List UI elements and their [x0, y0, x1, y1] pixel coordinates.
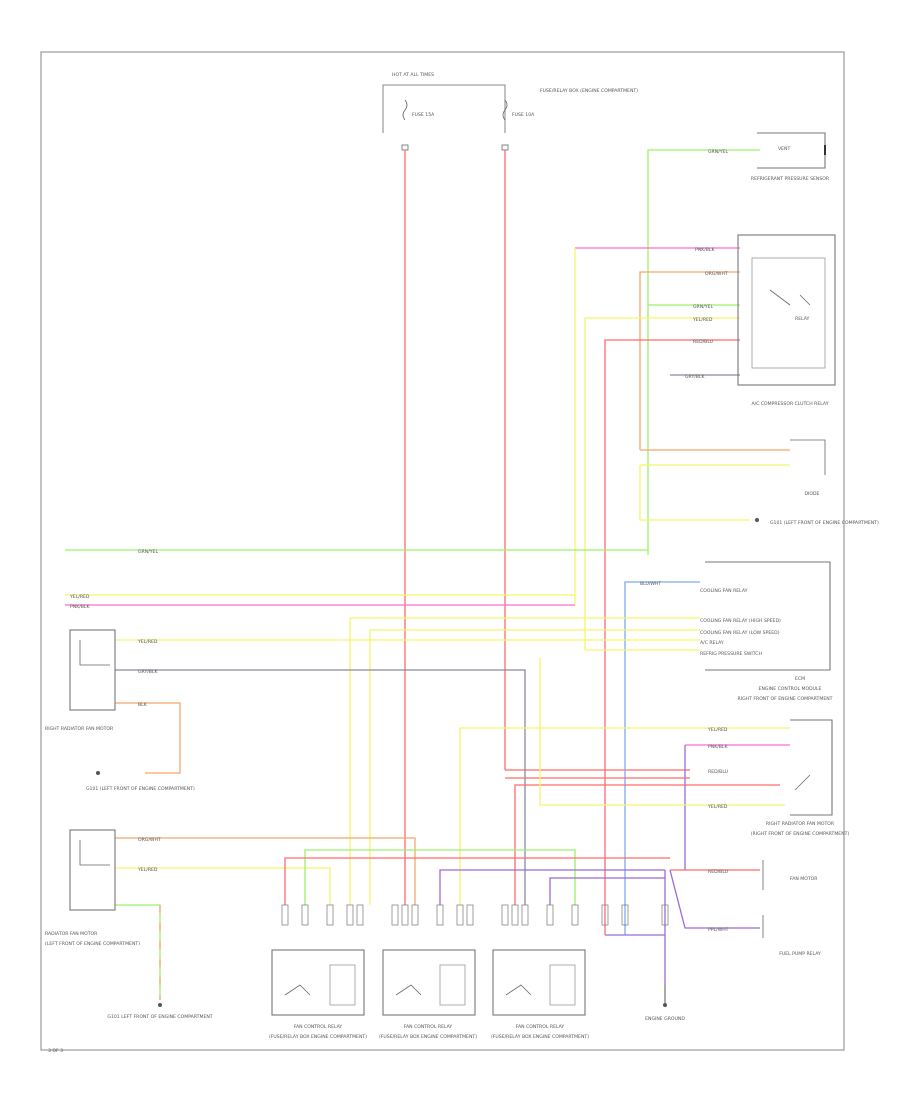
wire-lbl-org: ORG/WHT	[705, 271, 728, 277]
vent-sensor: VENT REFRIGERANT PRESSURE SENSOR	[751, 132, 830, 182]
wire-lbl-gry-mid: GRY/BLK	[138, 669, 159, 675]
wire-lbl-yel-rh: YEL/RED	[707, 727, 728, 733]
connector-pin	[511, 904, 519, 926]
connector-pin	[346, 904, 354, 926]
wire-lbl-pur: PPL/WHT	[708, 927, 729, 933]
pcm-pin2-label: COOLING FAN RELAY (HIGH SPEED)	[700, 618, 781, 624]
pcm-pin4-label: A/C RELAY	[700, 640, 724, 646]
pcm-bottom-label: RIGHT FRONT OF ENGINE COMPARTMENT	[738, 696, 833, 702]
relay3-label: FAN CONTROL RELAY	[516, 1024, 565, 1030]
wire-lbl-red: RED/BLU	[693, 339, 713, 345]
wire-green-vent	[647, 149, 760, 555]
connector-pin	[601, 904, 609, 926]
dual-fan-label: FAN MOTOR	[790, 876, 818, 882]
wire-lbl-yel-low: YEL/RED	[137, 867, 158, 873]
wire-lbl-pnk: PNK/BLK	[695, 247, 715, 253]
wire-lbl-yel-mid: YEL/RED	[137, 639, 158, 645]
left-mid-label: RIGHT RADIATOR FAN MOTOR	[45, 726, 114, 732]
connector-pin	[456, 904, 464, 926]
left-fan-label: RADIATOR FAN MOTOR	[45, 931, 98, 937]
connector-pin	[391, 904, 399, 926]
pcm-label: ENGINE CONTROL MODULE	[759, 686, 822, 692]
diode-label: DIODE	[805, 491, 820, 497]
wire-lbl-yel: YEL/RED	[692, 317, 713, 323]
fuse-panel-label: HOT AT ALL TIMES	[392, 72, 434, 78]
fuse-b-label: FUSE 10A	[512, 112, 535, 118]
pcm-pin3-label: COOLING FAN RELAY (LOW SPEED)	[700, 630, 780, 636]
engine-ground-label: ENGINE GROUND	[645, 1016, 685, 1022]
fuel-pump-area: FAN MOTOR FUEL PUMP RELAY	[762, 860, 821, 957]
left-ground-label: G101 (LEFT FRONT OF ENGINE COMPARTMENT)	[86, 786, 195, 792]
fuse-block: HOT AT ALL TIMES FUSE/RELAY BOX (ENGINE …	[382, 72, 638, 151]
connector-pin	[281, 904, 289, 926]
pcm-pin5-label: REFRIG PRESSURE SWITCH	[700, 651, 762, 657]
diagram-frame	[40, 51, 845, 1051]
wire-lbl-yel-left: YEL/RED	[69, 594, 90, 600]
connector-pin	[401, 904, 409, 926]
ecm-label: ECM	[795, 676, 805, 682]
vent-comp-label: REFRIGERANT PRESSURE SENSOR	[751, 176, 830, 182]
fuse-a-label: FUSE 15A	[412, 112, 435, 118]
pcm-pin1-label: COOLING FAN RELAY	[700, 588, 748, 594]
engine-ground: ENGINE GROUND	[645, 985, 685, 1022]
ac-comp-label: A/C COMPRESSOR CLUTCH RELAY	[751, 401, 828, 407]
rh-fan-label: RIGHT RADIATOR FAN MOTOR	[766, 821, 835, 827]
connector-pin	[466, 904, 474, 926]
page-number: 3 OF 3	[48, 1048, 63, 1054]
relay-box-1: FAN CONTROL RELAY (FUSE/RELAY BOX ENGINE…	[269, 949, 367, 1040]
wire-labels: GRN/YEL PNK/BLK ORG/WHT GRN/YEL YEL/RED …	[69, 149, 729, 933]
left-bottom-ground: G101 LEFT FRONT OF ENGINE COMPARTMENT	[107, 1014, 212, 1020]
connector-pin	[571, 904, 579, 926]
connector-pin	[501, 904, 509, 926]
connector-pin	[436, 904, 444, 926]
wire-lbl-pnk-rh: PNK/BLK	[708, 744, 728, 750]
connector-pin	[546, 904, 554, 926]
fuel-pump-label: FUEL PUMP RELAY	[779, 951, 821, 957]
relay2-sub: (FUSE/RELAY BOX ENGINE COMPARTMENT)	[379, 1034, 477, 1040]
wire-lbl-red-rh: RED/BLU	[708, 769, 728, 775]
vent-label: VENT	[778, 146, 790, 152]
relay-inner-label: RELAY	[795, 316, 810, 322]
wire-lbl-grn-long: GRN/YEL	[138, 549, 158, 555]
wire-lbl-pnk-left: PNK/BLK	[70, 604, 90, 610]
wire-lbl-grn-2: GRN/YEL	[693, 304, 713, 310]
connector-pin	[521, 904, 529, 926]
wire-lbl-org-low: ORG/WHT	[138, 837, 161, 843]
relay-pins	[281, 904, 669, 926]
connector-pin	[411, 904, 419, 926]
connector-pin	[621, 904, 629, 926]
wires	[65, 149, 790, 1000]
ecm-box: COOLING FAN RELAY COOLING FAN RELAY (HIG…	[700, 561, 833, 702]
left-fan-sub: (LEFT FRONT OF ENGINE COMPARTMENT)	[45, 941, 140, 947]
diode: DIODE G101 (LEFT FRONT OF ENGINE COMPART…	[755, 439, 879, 526]
wire-lbl-grn-top: GRN/YEL	[708, 149, 728, 155]
relay-box-3: FAN CONTROL RELAY (FUSE/RELAY BOX ENGINE…	[491, 949, 589, 1040]
wire-lbl-blu: BLU/WHT	[640, 581, 661, 587]
left-fan-motor-lower: RADIATOR FAN MOTOR (LEFT FRONT OF ENGINE…	[45, 829, 213, 1020]
left-fan-motor-upper: RIGHT RADIATOR FAN MOTOR G101 (LEFT FRON…	[45, 629, 195, 792]
wire-lbl-gry: GRY/BLK	[685, 374, 706, 380]
relay1-sub: (FUSE/RELAY BOX ENGINE COMPARTMENT)	[269, 1034, 367, 1040]
wire-lbl-blk: BLK	[138, 702, 148, 708]
wire-lbl-red-fuel: RED/BLU	[708, 869, 728, 875]
connector-pin	[356, 904, 364, 926]
relay3-sub: (FUSE/RELAY BOX ENGINE COMPARTMENT)	[491, 1034, 589, 1040]
ground-g101-label: G101 (LEFT FRONT OF ENGINE COMPARTMENT)	[770, 520, 879, 526]
right-fan-box: RIGHT RADIATOR FAN MOTOR (RIGHT FRONT OF…	[751, 719, 850, 837]
connector-pin	[661, 904, 669, 926]
fuse-panel-note: FUSE/RELAY BOX (ENGINE COMPARTMENT)	[540, 88, 638, 94]
ac-relay-box: RELAY A/C COMPRESSOR CLUTCH RELAY	[737, 234, 836, 407]
relay1-label: FAN CONTROL RELAY	[294, 1024, 343, 1030]
connector-pin	[301, 904, 309, 926]
relay-box-2: FAN CONTROL RELAY (FUSE/RELAY BOX ENGINE…	[379, 949, 477, 1040]
relay2-label: FAN CONTROL RELAY	[404, 1024, 453, 1030]
rh-fan-sub: (RIGHT FRONT OF ENGINE COMPARTMENT)	[751, 831, 850, 837]
wire-lbl-yel-rh2: YEL/RED	[707, 804, 728, 810]
connector-pin	[326, 904, 334, 926]
